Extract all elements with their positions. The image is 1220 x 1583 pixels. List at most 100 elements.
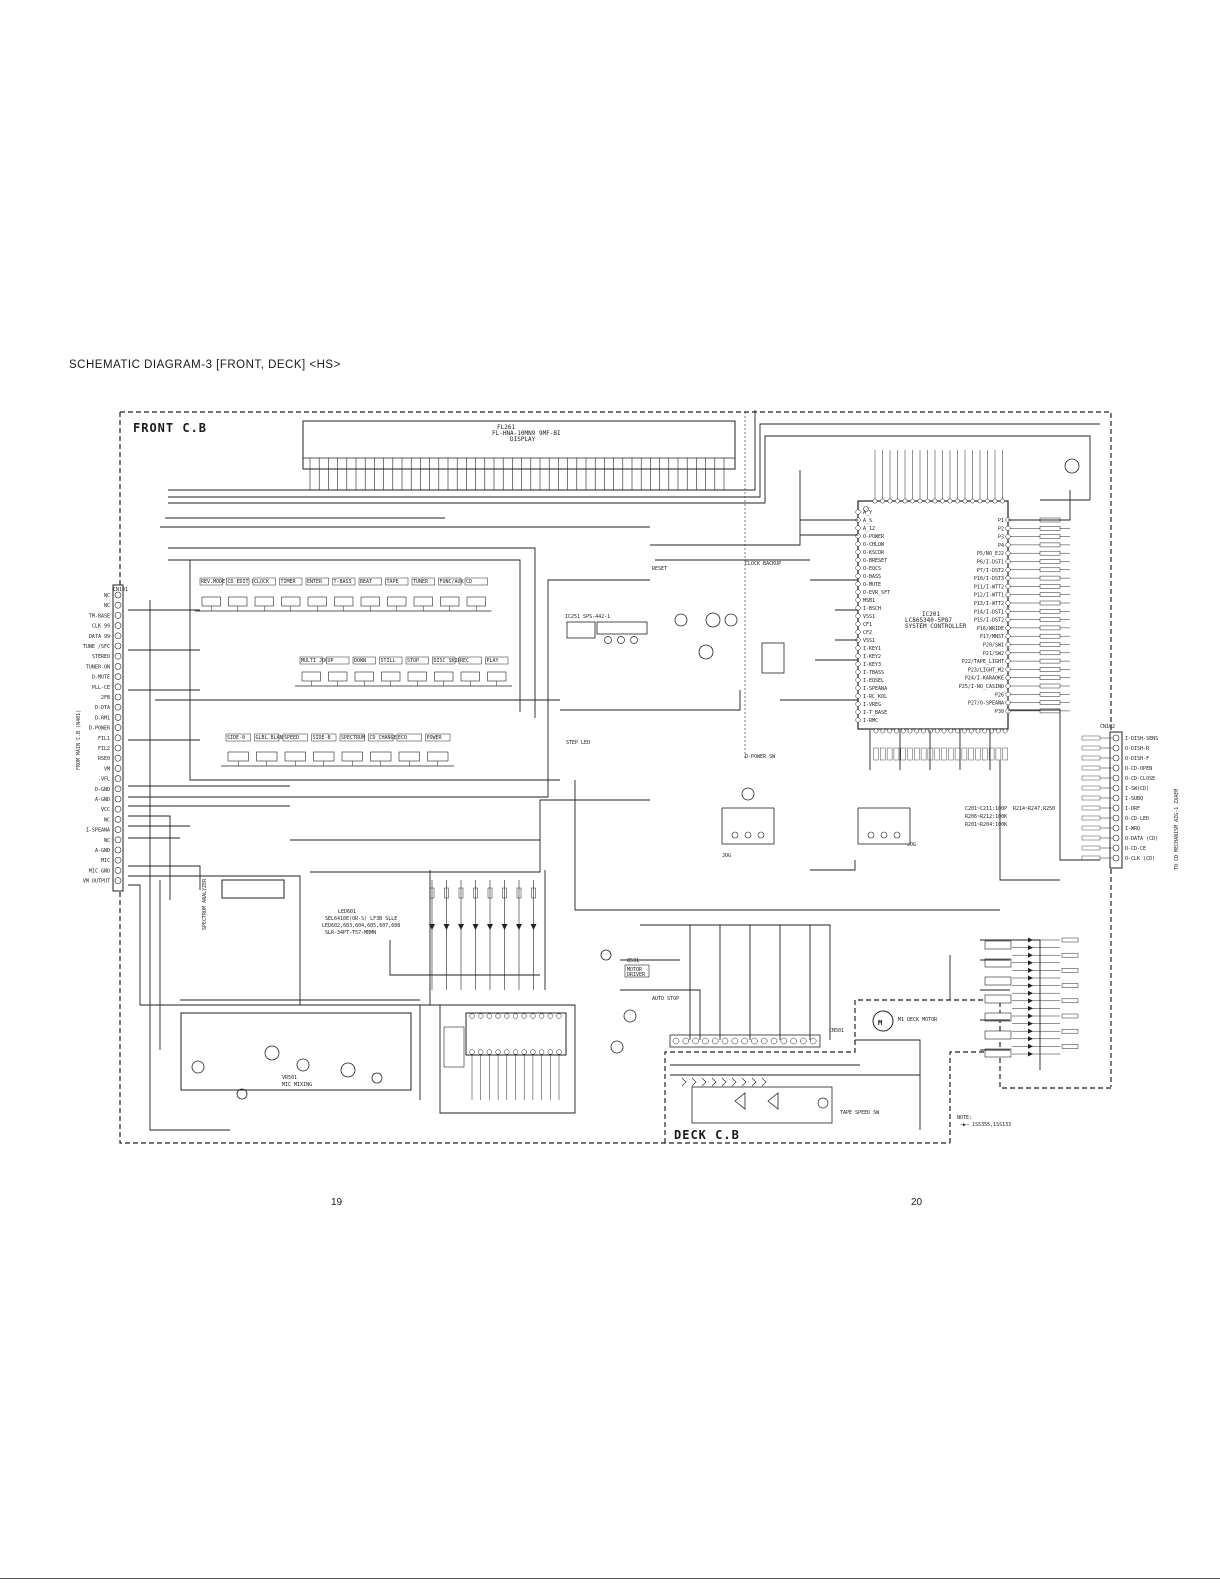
connector-pin xyxy=(114,867,122,874)
controller-function-label: SYSTEM CONTROLLER xyxy=(905,623,967,630)
key-switch xyxy=(440,596,460,607)
resistor xyxy=(873,747,879,761)
key-switch xyxy=(227,751,249,762)
row2-key-label-box xyxy=(379,656,403,665)
controller-pin xyxy=(872,498,878,504)
key-box xyxy=(984,994,1012,1004)
row2-key-label: PLAY xyxy=(487,658,499,664)
deck-connector-pin xyxy=(741,1037,748,1045)
row1-key-label-box xyxy=(385,577,409,586)
left-connector-pin-label: VM OUTPUT xyxy=(83,879,110,885)
deck-connector-pin xyxy=(731,1037,739,1045)
motor-driver-ref: Q531 xyxy=(627,958,639,964)
system-controller-ic xyxy=(857,500,1009,730)
row2-key-label-box xyxy=(485,656,509,665)
controller-left-pin-label: I-EQSEL xyxy=(863,678,884,684)
resistor xyxy=(1039,633,1061,639)
controller-pin xyxy=(1005,633,1011,639)
controller-pin xyxy=(1005,542,1011,548)
note-title: NOTE: xyxy=(957,1115,972,1121)
controller-right-pin-label: P27/O-SPEANA xyxy=(968,701,1004,707)
left-connector-pin-label: D-RM1 xyxy=(95,715,110,721)
row1-key-label: FUNC/AUX xyxy=(440,579,464,585)
row3-key-label-box xyxy=(282,733,308,742)
deck-connector-pin xyxy=(692,1037,699,1045)
controller-left-pin-label: I-TBASS xyxy=(863,670,884,676)
controller-pin xyxy=(855,533,861,539)
resistor-note: R201~R204:100K xyxy=(965,822,1007,828)
resistor xyxy=(948,747,954,761)
controller-right-pin-label: P20/SW1 xyxy=(983,643,1004,649)
connector-pin xyxy=(1112,834,1120,842)
right-page-number: 20 xyxy=(911,1197,923,1208)
row2-key-label: DISC SKIP xyxy=(434,658,461,664)
controller-pin xyxy=(1005,683,1011,689)
controller-pin xyxy=(940,498,945,504)
controller-right-pin-label: P15/I-DST2 xyxy=(974,618,1004,624)
row2-key-label-box xyxy=(326,656,350,665)
controller-pin xyxy=(855,677,861,683)
center-transistors xyxy=(600,458,1080,1054)
row2-key-label: REC xyxy=(460,658,469,664)
resistor xyxy=(961,747,968,761)
connector-pin xyxy=(114,601,122,609)
deck-connector-pin xyxy=(809,1037,817,1045)
controller-pin xyxy=(880,728,886,734)
connector-pin xyxy=(1112,824,1120,832)
resistor xyxy=(880,747,886,761)
left-connector-pin-label: TM-BASE xyxy=(89,613,110,619)
resistor xyxy=(1039,534,1061,539)
key-switch xyxy=(284,751,306,762)
row2-key-label: DOWN xyxy=(354,658,366,664)
controller-pin xyxy=(855,549,861,555)
controller-pin xyxy=(917,498,923,504)
misc-labels: NOTE:—▶— 1SS355,1SS133 xyxy=(957,1115,1011,1128)
deck-connector-pin xyxy=(702,1037,709,1045)
resistor xyxy=(1039,609,1061,614)
controller-right-pin-label: P22/TAPE_LIGHT xyxy=(962,659,1004,665)
controller-pin xyxy=(855,597,861,603)
key-switch xyxy=(334,596,354,607)
controller-left-pin-label: I-BSCH xyxy=(863,606,881,612)
resistor xyxy=(1039,625,1061,631)
row3-key-label-box xyxy=(368,733,394,742)
resistor xyxy=(995,747,1002,761)
resistor xyxy=(907,747,913,761)
left-connector-pin-label: -VFL xyxy=(98,777,110,783)
resistor xyxy=(1039,600,1061,606)
controller-pin xyxy=(992,498,998,504)
controller-pin xyxy=(1005,708,1011,714)
key-switch xyxy=(398,751,420,762)
controller-right-pin-label: P11/I-WTT2 xyxy=(974,584,1004,590)
row3-key-label: SIDE-B xyxy=(313,735,331,741)
controller-pin xyxy=(855,613,861,619)
controller-right-pin-label: P17/MNST xyxy=(980,634,1004,640)
key-box xyxy=(984,958,1012,968)
controller-right-pin-label: P30 xyxy=(995,709,1004,715)
controller-right-pin-label: P10/I-DST3 xyxy=(974,576,1004,582)
capacitor-note: C201~C211:100P xyxy=(965,806,1007,812)
right-connector-pin-label: O-DISH-F xyxy=(1125,756,1149,762)
controller-pin xyxy=(1005,617,1011,623)
controller-pin xyxy=(1005,641,1011,648)
resistor xyxy=(1039,692,1061,697)
resistor xyxy=(1039,700,1061,705)
row1-key-label: T-BASS xyxy=(334,579,352,585)
left-connector-pin-label: STEREO xyxy=(92,654,110,660)
resistor xyxy=(1039,550,1061,556)
left-connector-pin-label: VCC xyxy=(101,807,110,813)
controller-pin xyxy=(1005,608,1011,614)
controller-top-pins xyxy=(872,450,1005,504)
front-board-label: FRONT C.B xyxy=(133,421,208,435)
controller-pin xyxy=(955,728,960,734)
resistor xyxy=(1039,559,1061,564)
key-switch xyxy=(413,596,433,607)
row1-key-label: TIMER xyxy=(281,579,297,585)
left-connector-pin-label: DATA 99 xyxy=(89,634,110,640)
connector-pin xyxy=(1112,744,1120,752)
connector-pin xyxy=(114,663,122,670)
controller-pin xyxy=(1005,583,1011,589)
